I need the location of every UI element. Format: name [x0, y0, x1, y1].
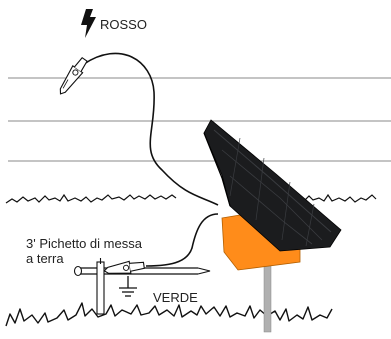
lightning-bolt-icon — [81, 9, 96, 38]
grass-line-middle — [5, 193, 377, 204]
ground-stake-label-line2: a terra — [26, 251, 64, 266]
solar-panel — [203, 119, 342, 252]
ground-symbol-icon — [119, 276, 137, 297]
alligator-clip-green — [103, 260, 145, 274]
ground-stake-label-line1: 3' Pichetto di messa — [26, 236, 143, 251]
red-lead-wire — [83, 52, 219, 206]
alligator-clip-red — [59, 56, 88, 95]
green-lead-label: VERDE — [153, 290, 198, 305]
grass-line-bottom — [5, 302, 333, 327]
red-lead-label: ROSSO — [100, 17, 147, 32]
green-lead-wire — [145, 213, 219, 267]
